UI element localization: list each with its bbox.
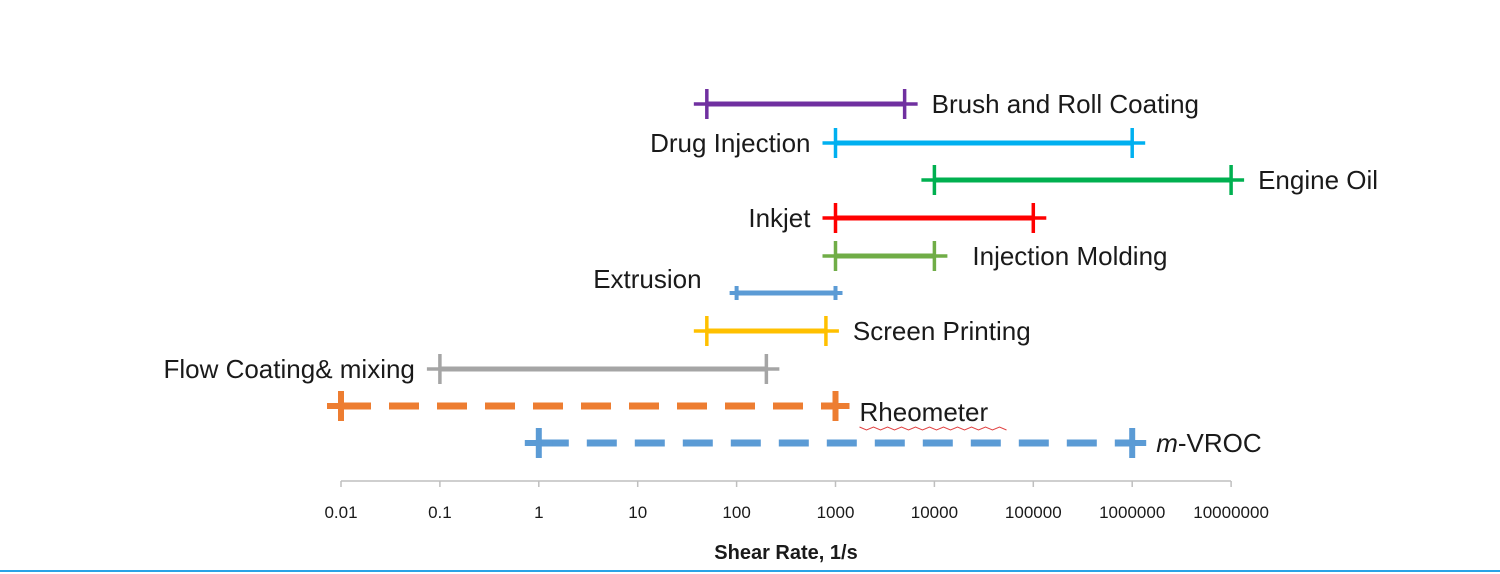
series-label: Engine Oil — [1258, 165, 1378, 195]
series-label: Brush and Roll Coating — [932, 89, 1199, 119]
x-tick-label: 100000 — [1005, 503, 1062, 522]
series-label: m-VROC — [1156, 428, 1261, 458]
x-tick-label: 10000 — [911, 503, 958, 522]
range-screen-printing: Screen Printing — [693, 316, 1031, 346]
range-drug-injection: Drug Injection — [650, 128, 1146, 158]
range-injection-molding: Injection Molding — [822, 241, 1168, 271]
x-tick-label: 0.1 — [428, 503, 452, 522]
range-brush-and-roll-coating: Brush and Roll Coating — [693, 89, 1199, 119]
x-tick-label: 1000 — [817, 503, 855, 522]
series-label: Screen Printing — [853, 316, 1031, 346]
x-tick-label: 1 — [534, 503, 543, 522]
bottom-rule — [0, 570, 1500, 572]
series-label: Inkjet — [748, 203, 811, 233]
range-rheometer: Rheometer — [327, 391, 1007, 431]
spellcheck-underline — [859, 426, 1007, 431]
range-m-vroc: m-VROC — [524, 428, 1262, 458]
x-tick-label: 10000000 — [1193, 503, 1269, 522]
range-flow-coating-mixing: Flow Coating& mixing — [163, 354, 780, 384]
series-label-suffix: -VROC — [1178, 428, 1262, 458]
x-tick-label: 100 — [722, 503, 750, 522]
range-engine-oil: Engine Oil — [921, 165, 1378, 195]
series-label: Drug Injection — [650, 128, 810, 158]
x-tick-label: 10 — [628, 503, 647, 522]
series-label: Flow Coating& mixing — [163, 354, 414, 384]
series-label-prefix: m — [1156, 428, 1178, 458]
series-label: Rheometer — [860, 397, 989, 427]
x-axis-title: Shear Rate, 1/s — [714, 542, 857, 564]
series-label: Injection Molding — [972, 241, 1167, 271]
x-tick-label: 1000000 — [1099, 503, 1165, 522]
range-inkjet: Inkjet — [748, 203, 1047, 233]
x-tick-label: 0.01 — [324, 503, 357, 522]
x-tick-group: 0.01 0.1 1 10 100 1000 10000 100000 1000000 10000… — [324, 481, 1269, 522]
series-label: Extrusion — [593, 264, 701, 294]
range-extrusion: Extrusion — [593, 264, 843, 300]
